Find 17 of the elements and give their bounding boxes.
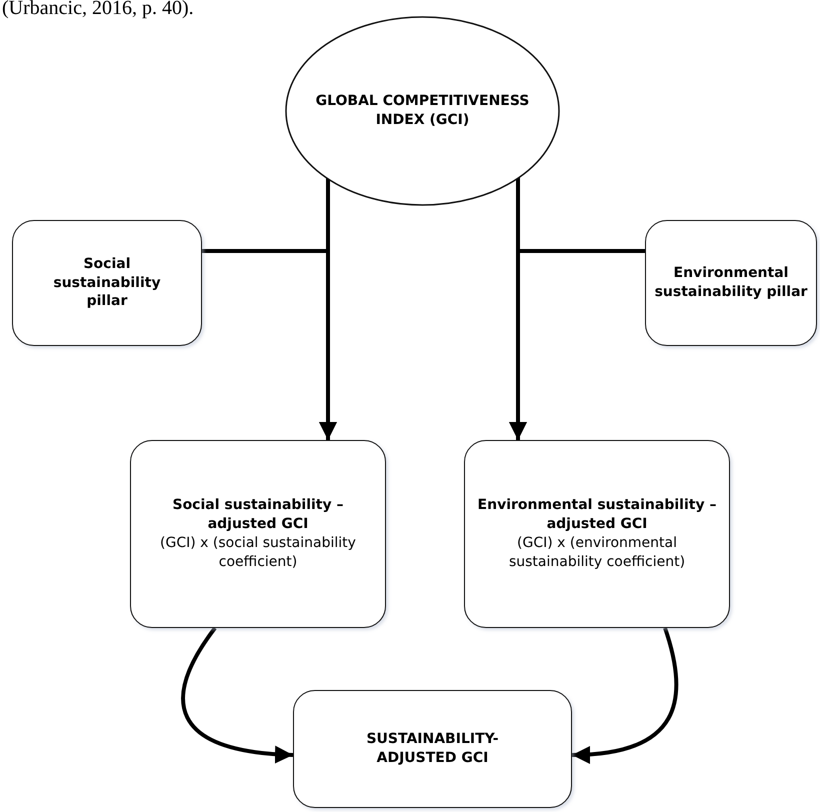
process-box xyxy=(130,440,386,628)
pillar-box xyxy=(645,220,817,346)
node-title: GLOBAL COMPETITIVENESS INDEX (GCI) xyxy=(315,92,530,130)
index-ellipse xyxy=(285,16,560,206)
pillar-box xyxy=(12,220,202,346)
result-box xyxy=(293,690,572,808)
arrow xyxy=(181,626,294,763)
arrow xyxy=(572,627,678,764)
node-title: Environmental sustainability – adjusted GCI xyxy=(477,496,717,534)
node-formula: (GCI) x (social sustainability coefficient) xyxy=(159,534,357,572)
node-formula: (GCI) x (environmental sustainability coefficient) xyxy=(508,534,686,572)
node-title: Environmental sustainability pillar xyxy=(654,264,808,302)
process-box xyxy=(464,440,730,628)
node-title: Social sustainability – adjusted GCI xyxy=(171,496,344,534)
node-title: Social sustainability pillar xyxy=(52,254,162,312)
citation-text: (Urbancic, 2016, p. 40). xyxy=(2,0,194,20)
node-title: SUSTAINABILITY-ADJUSTED GCI xyxy=(365,730,500,768)
